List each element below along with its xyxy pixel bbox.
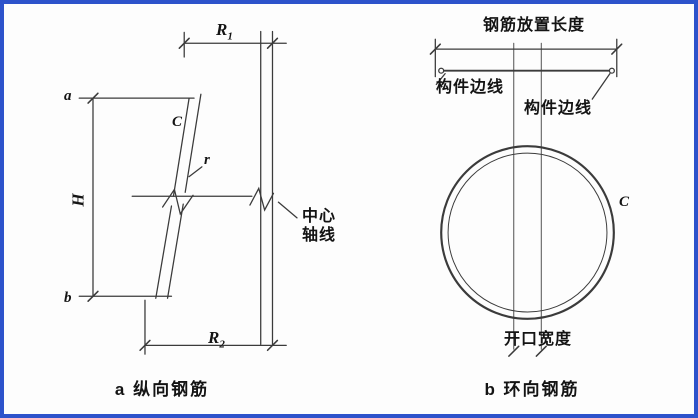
center-axis-label-line1: 中心 (302, 208, 337, 225)
edge-line-label-1: 构件边线 (436, 79, 505, 96)
axis-break-symbol (249, 186, 275, 212)
opening-width-ticks (508, 345, 547, 357)
r2-dimension (139, 299, 287, 355)
point-a-label: a (64, 88, 72, 104)
opening-width-label: 开口宽度 (504, 331, 573, 348)
wall-outline (78, 93, 202, 299)
r-leader-line (188, 166, 203, 178)
radius-r-label: r (204, 152, 210, 168)
dim-r1-label: R1 (216, 20, 233, 43)
center-axis-label-line2: 轴线 (302, 226, 337, 244)
circle-c-label: C (619, 194, 630, 210)
dim-r2-base: R (208, 328, 220, 347)
length-dimension (429, 38, 623, 78)
opening-edge-lines (513, 42, 542, 350)
edge-line-label-2: 构件边线 (524, 100, 593, 117)
wall-break-symbol (161, 187, 194, 216)
point-b-label: b (64, 290, 72, 306)
rebar-placement-line (438, 67, 615, 74)
figure-a-caption: a 纵向钢筋 (114, 380, 210, 399)
edge-leader-1 (435, 73, 446, 86)
dim-r2-label: R2 (208, 328, 225, 351)
axis-leader-line (277, 201, 298, 219)
rebar-length-label: 钢筋放置长度 (482, 17, 585, 34)
r1-dimension (178, 31, 287, 58)
edge-leader-2 (591, 73, 611, 100)
wall-c-label: C (172, 114, 183, 130)
dim-r2-sub: 2 (219, 338, 225, 351)
dim-h-label: H (68, 193, 88, 207)
figure-b-caption: b 环向钢筋 (484, 380, 580, 399)
h-dimension (87, 92, 99, 302)
center-axis-label: 中心 轴线 (302, 208, 336, 246)
diagram-linework (78, 30, 623, 357)
dim-r1-sub: 1 (227, 30, 233, 43)
dim-r1-base: R (216, 20, 228, 39)
component-circle (440, 145, 615, 320)
center-axis-lines (260, 30, 274, 345)
